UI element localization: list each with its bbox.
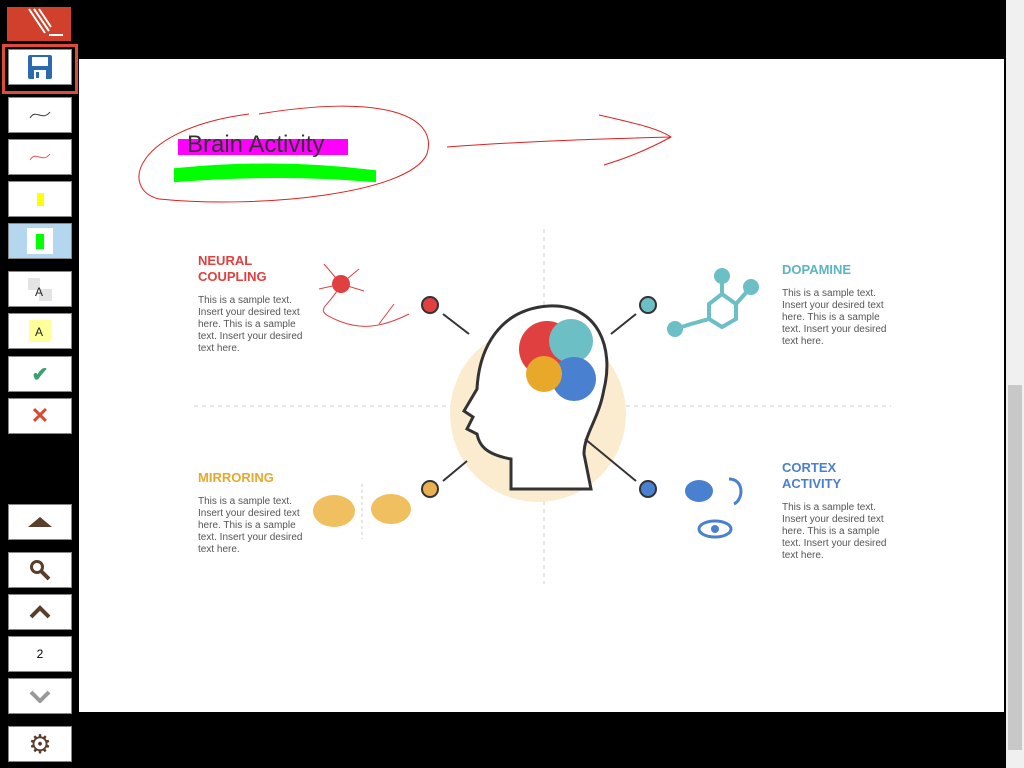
pen-stroke-icon [29,111,51,119]
mirroring-text: This is a sample text. Insert your desir… [198,496,303,555]
green-highlight [174,163,376,183]
highlighter-yellow-button[interactable] [8,181,72,217]
page-up-button[interactable] [8,504,72,540]
magenta-highlight [178,139,348,155]
pen-stroke-icon [29,153,51,161]
green-highlighter-icon [36,233,44,249]
settings-button[interactable]: ⚙ [8,726,72,762]
dopamine-text: This is a sample text. Insert your desir… [782,288,887,347]
check-icon: ✔ [31,363,49,386]
red-ink-circle [138,105,429,203]
accept-button[interactable]: ✔ [8,356,72,392]
page-graphics [138,105,891,584]
page-number-field[interactable]: 2 [8,636,72,672]
mirroring-heading: MIRRORING [198,470,274,485]
text-highlight-icon: A [29,320,51,342]
dopamine-heading: DOPAMINE [782,262,852,277]
brain-icons [313,484,411,539]
svg-text:A: A [35,285,43,299]
app-logo [7,7,71,41]
highlighter-green-button[interactable] [8,223,72,259]
text-highlight-button[interactable]: A [8,313,72,349]
neuron-icon [318,263,410,327]
previous-page-button[interactable] [8,594,72,630]
gear-icon: ⚙ [28,728,52,759]
neural-coupling-text: This is a sample text. Insert your desir… [198,295,303,354]
svg-text:A: A [35,325,43,339]
next-page-button[interactable] [8,678,72,714]
yellow-highlighter-icon [36,192,44,206]
floppy-disk-icon [28,55,52,79]
scrollbar-thumb[interactable] [1008,385,1022,750]
reject-button[interactable]: ✕ [8,398,72,434]
triangle-up-icon [28,517,52,527]
red-ink-arrow [446,114,672,166]
pen-black-button[interactable] [8,97,72,133]
document-title: Brain Activity [187,131,325,158]
search-button[interactable] [8,552,72,588]
text-box-icon: A [28,278,52,301]
cortex-activity-text: This is a sample text. Insert your desir… [782,502,887,561]
text-box-button[interactable]: A [8,271,72,307]
page-number: 2 [36,647,44,661]
save-button[interactable] [8,49,72,85]
pen-red-button[interactable] [8,139,72,175]
dopamine-molecule-icon [667,268,759,337]
chevron-up-icon [29,605,51,619]
search-icon [30,560,51,581]
pen-logo-icon [28,8,63,36]
senses-icons [685,477,743,539]
close-icon: ✕ [30,403,50,428]
chevron-down-icon [29,690,51,703]
